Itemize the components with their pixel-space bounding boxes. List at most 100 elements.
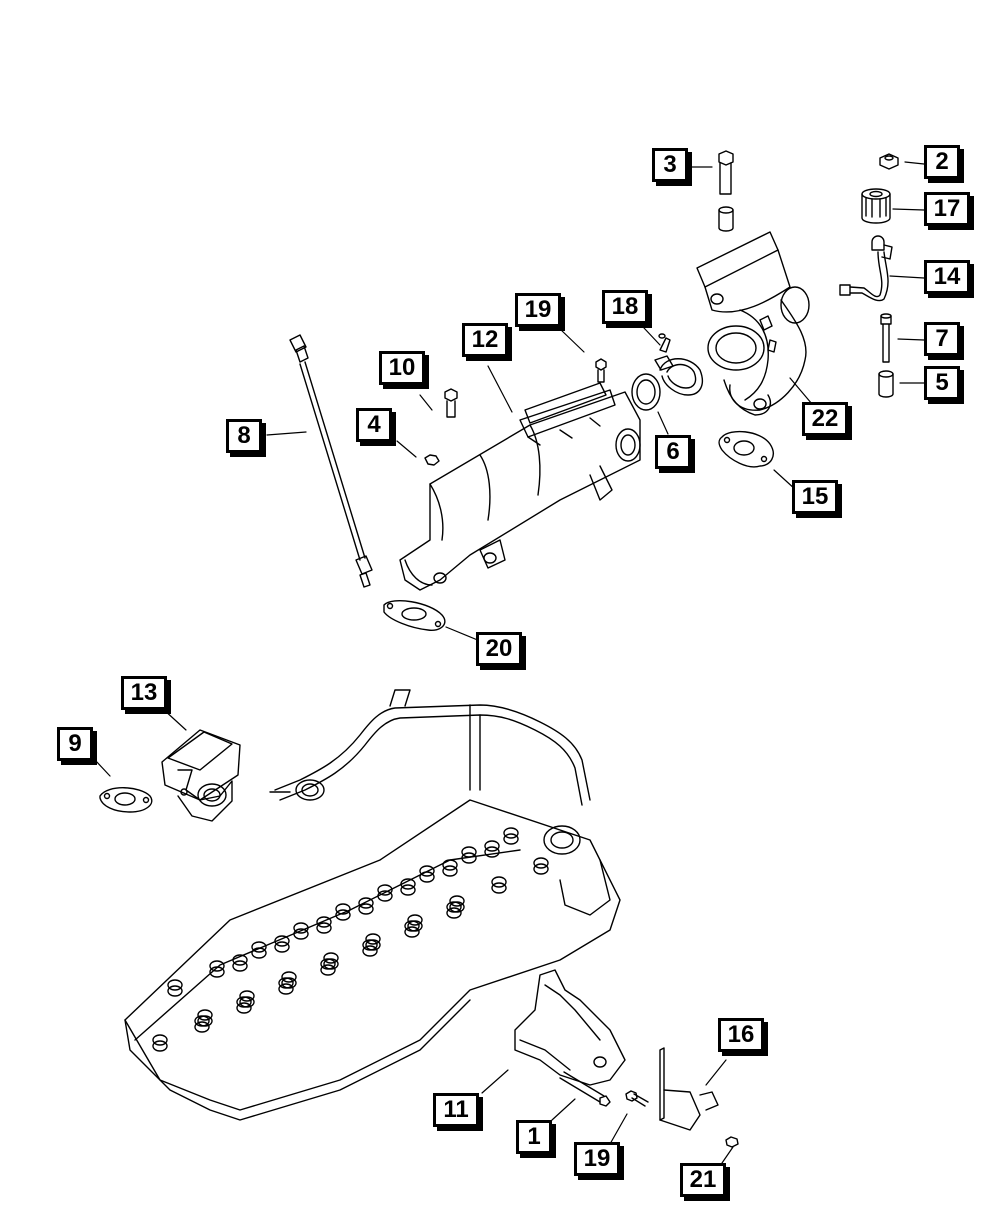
head-bolt-base — [420, 872, 434, 882]
head-bolt — [359, 898, 373, 908]
head-bolts-drawing — [153, 828, 548, 1051]
head-bolt — [504, 828, 518, 838]
callout-19-bottom[interactable]: 19 — [574, 1142, 620, 1176]
head-bolt — [492, 877, 506, 887]
callout-19-top[interactable]: 19 — [515, 293, 561, 327]
head-bolt — [317, 917, 331, 927]
head-bolt — [336, 904, 350, 914]
callout-17[interactable]: 17 — [924, 192, 970, 226]
head-bolt-base — [504, 834, 518, 844]
head-bolt-base — [359, 904, 373, 914]
callout-4[interactable]: 4 — [356, 408, 392, 442]
head-bolt — [378, 885, 392, 895]
head-bolt — [363, 940, 377, 950]
head-bolt-base — [366, 940, 380, 950]
head-bolt-base — [198, 1016, 212, 1026]
head-bolt — [420, 866, 434, 876]
head-bolt-base — [252, 948, 266, 958]
head-bolt — [408, 915, 422, 925]
callout-10[interactable]: 10 — [379, 351, 425, 385]
egr-cooler-12-drawing — [400, 383, 640, 590]
callout-7[interactable]: 7 — [924, 322, 960, 356]
callout-8[interactable]: 8 — [226, 419, 262, 453]
callout-14[interactable]: 14 — [924, 260, 970, 294]
callout-5[interactable]: 5 — [924, 366, 960, 400]
head-bolt — [282, 972, 296, 982]
callout-6[interactable]: 6 — [655, 435, 691, 469]
head-bolt-base — [363, 946, 377, 956]
head-bolt-base — [153, 1041, 167, 1051]
head-bolt — [401, 879, 415, 889]
head-bolt — [321, 959, 335, 969]
callout-15[interactable]: 15 — [792, 480, 838, 514]
callout-21[interactable]: 21 — [680, 1163, 726, 1197]
cylinder-head-drawing — [125, 690, 620, 1120]
head-bolt-base — [450, 902, 464, 912]
head-bolt — [252, 942, 266, 952]
head-bolt-base — [405, 927, 419, 937]
head-bolt — [240, 991, 254, 1001]
head-bolt — [447, 902, 461, 912]
head-bolt-base — [378, 891, 392, 901]
gasket-20-drawing — [384, 601, 445, 631]
callout-3[interactable]: 3 — [652, 148, 688, 182]
clamp-18-drawing — [596, 334, 702, 410]
head-bolt-base — [233, 961, 247, 971]
callout-18[interactable]: 18 — [602, 290, 648, 324]
head-bolt — [366, 934, 380, 944]
callout-13[interactable]: 13 — [121, 676, 167, 710]
head-bolt — [233, 955, 247, 965]
head-bolt — [237, 997, 251, 1007]
head-bolt-base — [492, 883, 506, 893]
head-bolt-base — [282, 978, 296, 988]
callout-20[interactable]: 20 — [476, 632, 522, 666]
head-bolt — [275, 936, 289, 946]
head-bolt — [279, 978, 293, 988]
head-bolt-base — [275, 942, 289, 952]
head-bolt-base — [534, 864, 548, 874]
head-bolt-base — [447, 908, 461, 918]
head-bolt — [324, 953, 338, 963]
sensor-8-drawing — [290, 335, 372, 587]
head-bolt-base — [443, 866, 457, 876]
module-13-drawing — [100, 730, 240, 821]
head-bolt-base — [168, 986, 182, 996]
head-bolt — [210, 961, 224, 971]
callout-9[interactable]: 9 — [57, 727, 93, 761]
callout-12[interactable]: 12 — [462, 323, 508, 357]
head-bolt-base — [321, 965, 335, 975]
gasket-15-drawing — [719, 432, 773, 467]
head-bolt — [153, 1035, 167, 1045]
head-bolt — [450, 896, 464, 906]
head-bolt-base — [240, 997, 254, 1007]
bolt-3-drawing — [719, 151, 733, 231]
head-bolt — [198, 1010, 212, 1020]
head-bolt — [168, 980, 182, 990]
head-bolt — [405, 921, 419, 931]
callout-11[interactable]: 11 — [433, 1093, 479, 1127]
head-bolt-base — [324, 959, 338, 969]
callout-1[interactable]: 1 — [516, 1120, 552, 1154]
head-bolt-base — [401, 885, 415, 895]
head-bolt-base — [279, 984, 293, 994]
brackets-drawing — [515, 970, 738, 1147]
callout-16[interactable]: 16 — [718, 1018, 764, 1052]
callout-22[interactable]: 22 — [802, 402, 848, 436]
head-bolt-base — [195, 1022, 209, 1032]
head-bolt-base — [317, 923, 331, 933]
head-bolt — [195, 1016, 209, 1026]
head-bolt-base — [210, 967, 224, 977]
head-bolt-base — [237, 1003, 251, 1013]
callout-2[interactable]: 2 — [924, 145, 960, 179]
head-bolt — [534, 858, 548, 868]
hardware-right-drawing — [840, 154, 898, 397]
leader-lines — [95, 162, 924, 1163]
egr-valve-22-drawing — [697, 232, 809, 415]
head-bolt-base — [462, 853, 476, 863]
head-bolt — [485, 841, 499, 851]
head-bolt-base — [336, 910, 350, 920]
head-bolt-base — [294, 929, 308, 939]
head-bolt-base — [485, 847, 499, 857]
